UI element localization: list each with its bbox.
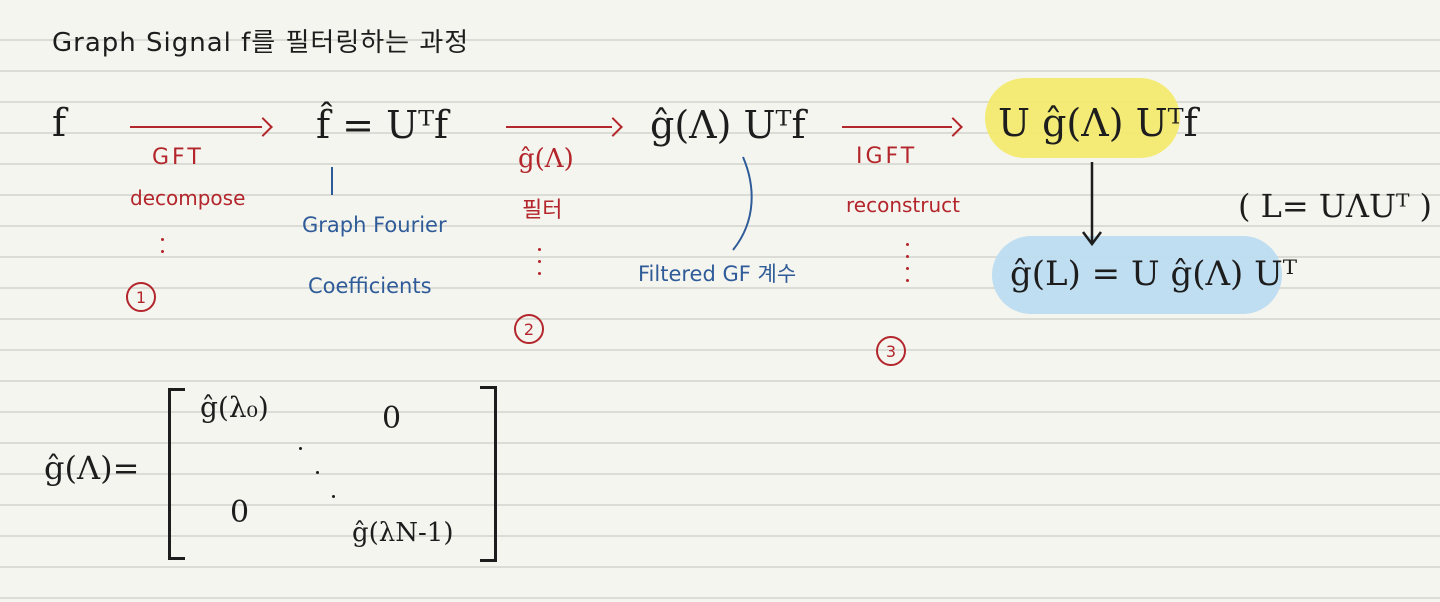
- arrow-gft: [130, 117, 273, 137]
- step-2-badge: 2: [514, 314, 544, 344]
- note-graph-fourier: Graph Fourier: [302, 213, 447, 237]
- matrix-entry-top-right: 0: [382, 401, 402, 436]
- filtered-pointer-curve: [732, 156, 753, 251]
- matrix-left-bracket: [168, 388, 185, 560]
- matrix-lhs: ĝ(Λ)=: [44, 449, 140, 487]
- matrix-entry-bottom-right: ĝ(λN-1): [352, 518, 454, 548]
- graph-filter-result: ĝ(L) = U ĝ(Λ) Uᵀ: [1010, 254, 1298, 294]
- arrow-igft: [842, 117, 963, 137]
- yellow-highlight: [985, 78, 1180, 158]
- label-gft: GFT: [152, 145, 204, 170]
- label-igft: IGFT: [856, 144, 918, 169]
- label-reconstruct: reconstruct: [846, 193, 960, 217]
- matrix-entry-bottom-left: 0: [230, 495, 250, 530]
- step-1-badge: 1: [126, 282, 156, 312]
- filtered-coefficients-expr: ĝ(Λ) Uᵀf: [650, 103, 806, 147]
- fhat-equation: f̂ = Uᵀf: [316, 103, 449, 147]
- blue-highlight: [992, 236, 1282, 314]
- label-filter-g: ĝ(Λ): [518, 144, 574, 174]
- matrix-entry-top-left: ĝ(λ₀): [200, 391, 269, 424]
- note-coefficients: Coefficients: [308, 274, 432, 298]
- step-3-badge: 3: [876, 336, 906, 366]
- laplacian-decomposition: ( L= UΛUᵀ ): [1238, 187, 1433, 225]
- note-filtered-gf: Filtered GF 계수: [638, 262, 797, 286]
- dots-3: [906, 243, 909, 291]
- arrow-filter: [506, 117, 623, 137]
- dots-1: [161, 238, 164, 262]
- label-decompose: decompose: [130, 186, 246, 210]
- dots-2: [538, 248, 541, 284]
- matrix-right-bracket: [480, 386, 497, 562]
- signal-f: f: [52, 101, 67, 145]
- label-filter-korean: 필터: [522, 198, 563, 223]
- fhat-pointer: [331, 167, 333, 195]
- down-arrow: [1082, 162, 1102, 247]
- page-title: Graph Signal f를 필터링하는 과정: [52, 28, 470, 58]
- reconstructed-signal-expr: U ĝ(Λ) Uᵀf: [998, 101, 1198, 145]
